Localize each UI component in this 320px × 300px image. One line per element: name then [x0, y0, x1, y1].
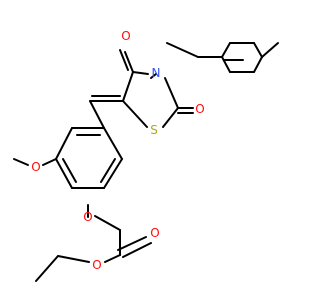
bond: [221, 42, 231, 58]
bond: [13, 158, 29, 166]
methoxy-group: [13, 158, 57, 166]
bond: [253, 56, 263, 73]
bond: [122, 100, 148, 128]
background: [0, 0, 300, 300]
atom-nitrogen: N: [152, 66, 161, 80]
atom-oxygen: O: [195, 102, 204, 116]
bond: [104, 254, 121, 263]
atom-oxygen: O: [150, 226, 159, 240]
bond: [57, 255, 90, 263]
thiazolidinedione-ring: [119, 49, 194, 128]
bond: [122, 242, 152, 258]
exocyclic-double-bond: [89, 95, 124, 102]
methylbenzyl-group: [166, 42, 279, 73]
ester-chain: [35, 204, 152, 282]
bond: [89, 100, 105, 129]
bond: [55, 127, 73, 160]
atom-sulfur: S: [150, 123, 158, 137]
molecule-diagram: O N O S O O O O: [0, 0, 300, 300]
bond: [100, 158, 116, 183]
atom-oxygen: O: [31, 160, 40, 174]
bond: [103, 158, 123, 189]
bond: [35, 255, 59, 282]
bond: [117, 236, 147, 251]
bond: [132, 71, 149, 75]
atom-oxygen: O: [121, 29, 130, 43]
bond: [164, 77, 179, 109]
bond: [124, 51, 134, 73]
bond: [103, 127, 123, 160]
bond: [261, 42, 279, 58]
bond: [42, 158, 57, 166]
atom-oxygen: O: [83, 210, 92, 224]
bond: [55, 158, 73, 189]
bond: [162, 107, 179, 128]
bond: [62, 158, 77, 183]
benzene-ring: [55, 100, 123, 189]
bond: [150, 73, 157, 79]
bond: [166, 42, 199, 58]
bond: [94, 215, 121, 231]
bond: [119, 49, 129, 71]
structure-svg: O N O S O O O O: [0, 0, 300, 300]
bond: [122, 71, 134, 102]
bond: [221, 56, 231, 73]
atom-oxygen: O: [92, 258, 101, 272]
bond: [253, 42, 263, 58]
